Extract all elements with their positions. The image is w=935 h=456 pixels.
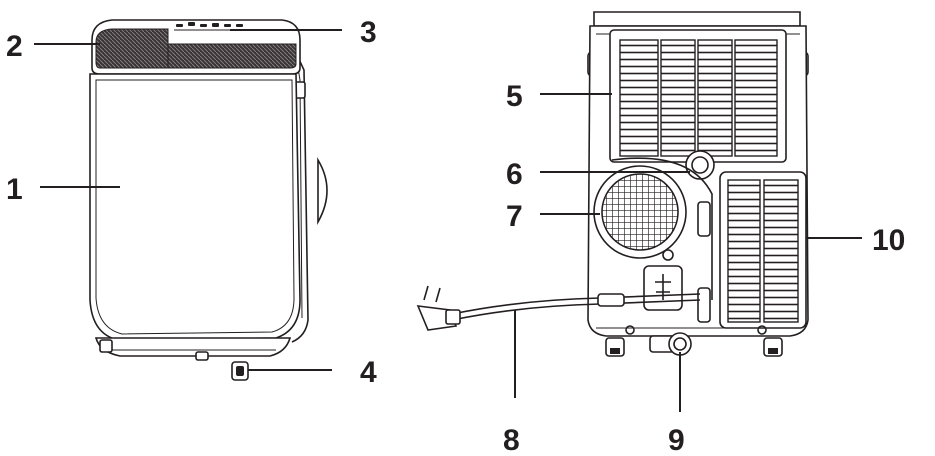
power-cord	[416, 285, 701, 331]
upper-drain-outlet	[685, 150, 715, 180]
callout-4: 4	[360, 356, 377, 389]
callout-2: 2	[6, 30, 23, 63]
front-view-unit	[89, 19, 328, 381]
upper-air-filter-grille	[609, 29, 787, 163]
back-view-unit	[587, 11, 809, 357]
callout-9: 9	[668, 424, 685, 456]
lower-drain-outlet	[649, 332, 692, 356]
callout-3: 3	[360, 16, 377, 49]
callout-5: 5	[506, 80, 523, 113]
power-cord-holder	[643, 265, 683, 311]
callout-10: 10	[872, 224, 905, 257]
callout-1: 1	[6, 173, 23, 206]
callout-6: 6	[506, 158, 523, 191]
callout-7: 7	[506, 200, 523, 233]
lower-air-inlet-grille	[719, 171, 807, 329]
caster-wheels	[99, 339, 249, 381]
exhaust-air-outlet	[593, 165, 687, 259]
callout-8: 8	[503, 424, 520, 456]
callout-lines	[34, 29, 862, 412]
